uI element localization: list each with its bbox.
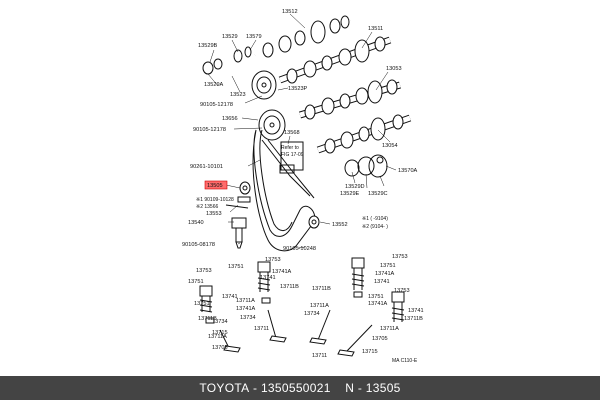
label-13529A: 13529A — [204, 82, 224, 88]
label-13529E: 13529E — [340, 191, 360, 197]
label-13711-b: 13711 — [312, 353, 327, 359]
label-13751-e: 13751 — [368, 294, 384, 300]
refer-inset — [279, 141, 304, 174]
label-13741-a: 13741 — [260, 275, 276, 281]
label-13054: 13054 — [382, 143, 398, 149]
label-13053: 13053 — [386, 66, 402, 72]
label-13711A-a: 13711A — [236, 298, 255, 304]
idler-right — [308, 215, 320, 229]
diagram-svg: 13512 13511 13529 13579 13529B 13529A 13… — [182, 9, 424, 364]
camshaft-lower-2 — [316, 114, 412, 154]
label-13711-a: 13711 — [254, 326, 269, 332]
label-13540: 13540 — [188, 220, 204, 226]
label-13741-d: 13741 — [408, 308, 424, 314]
label-13753-b: 13753 — [265, 257, 281, 263]
label-13711A-b: 13711A — [208, 334, 227, 340]
label-13734-b: 13734 — [212, 319, 228, 325]
timing-belt — [252, 129, 316, 252]
label-13705-a: 13705 — [212, 345, 228, 351]
label-13741A-d: 13741A — [368, 301, 388, 307]
label-13711B-d: 13711B — [404, 316, 423, 322]
label-13511: 13511 — [368, 26, 383, 32]
tensioner — [225, 204, 249, 249]
label-13741-c: 13741 — [374, 279, 390, 285]
label-13512: 13512 — [282, 9, 298, 15]
label-13529D: 13529D — [345, 184, 365, 190]
label-13566: ※2 13566 — [196, 204, 218, 210]
label-13751-c: 13751 — [194, 301, 210, 307]
label-13741A-c: 13741A — [375, 271, 395, 277]
leader-lines — [207, 13, 397, 249]
camshaft-lower — [298, 79, 402, 120]
label-13523: 13523 — [230, 92, 246, 98]
label-13529: 13529 — [222, 34, 238, 40]
label-13751-b: 13751 — [188, 279, 204, 285]
highlight-13505 — [204, 180, 228, 190]
valve-left-2 — [257, 261, 287, 343]
label-13529C: 13529C — [368, 191, 388, 197]
footer-sep-2: N - — [330, 381, 366, 395]
valve-right-1 — [309, 257, 365, 345]
label-13753-a: 13753 — [196, 268, 212, 274]
label-13552: 13552 — [332, 222, 348, 228]
label-13741A-a: 13741A — [272, 269, 292, 275]
label-refer: Refer to — [281, 145, 299, 151]
valve-left-1 — [199, 285, 241, 353]
camshaft-upper-2 — [278, 36, 392, 84]
label-13553: 13553 — [206, 211, 222, 217]
label-13505: 13505 — [207, 183, 223, 189]
footer-bar: TOYOTA - 1350550021 N - 13505 — [0, 376, 600, 400]
label-13711A-d: 13711A — [380, 326, 399, 332]
footer-ref-number: 13505 — [365, 381, 401, 395]
label-13705-b: 13705 — [372, 336, 388, 342]
label-code: MA C110-E — [392, 358, 418, 364]
cam-pulley-upper — [251, 70, 277, 100]
cam-pulley-lower — [258, 109, 286, 141]
idler-pulley — [237, 181, 251, 203]
label-90261-10101: 90261-10101 — [190, 164, 223, 170]
label-13741A-b: 13741A — [236, 306, 256, 312]
label-90105-08178: 90105-08178 — [182, 242, 215, 248]
label-13579: 13579 — [246, 34, 262, 40]
label-13751-d: 13751 — [380, 263, 396, 269]
label-13734-a: 13734 — [240, 315, 256, 321]
label-13741-b: 13741 — [222, 294, 238, 300]
label-note2: ※2 (9104- ) — [362, 224, 388, 230]
label-90105-12178-a: 90105-12178 — [200, 102, 233, 108]
label-13570A: 13570A — [398, 168, 418, 174]
label-13711B-c: 13711B — [312, 286, 331, 292]
label-90109-10128: ※1 90109-10128 — [196, 197, 234, 203]
label-90105-12178-b: 90105-12178 — [193, 127, 226, 133]
diagram-labels: 13512 13511 13529 13579 13529B 13529A 13… — [182, 9, 424, 364]
ring-parts-lower — [344, 154, 388, 178]
label-13753-d: 13753 — [394, 288, 410, 294]
label-13753-c: 13753 — [392, 254, 408, 260]
footer-brand: TOYOTA — [199, 381, 250, 395]
label-13715-b: 13715 — [362, 349, 378, 355]
label-13529B: 13529B — [198, 43, 218, 49]
label-fig: FIG 17-09 — [281, 152, 304, 158]
label-13568: 13568 — [284, 130, 300, 136]
label-13711B-b: 13711B — [198, 316, 217, 322]
label-13523P: 13523P — [288, 86, 308, 92]
parts-diagram: 13512 13511 13529 13579 13529B 13529A 13… — [182, 9, 424, 364]
camshaft-upper — [254, 15, 351, 58]
label-13715-a: 13715 — [212, 330, 228, 336]
footer-part-number: 1350550021 — [260, 381, 331, 395]
label-13734-c: 13734 — [304, 311, 320, 317]
label-13751-a: 13751 — [228, 264, 244, 270]
label-note1: ※1 ( -9104) — [362, 216, 388, 222]
valve-right-2 — [337, 291, 405, 357]
label-13711B-a: 13711B — [280, 284, 299, 290]
ring-parts-upper — [202, 46, 252, 75]
label-90105-10248: 90105-10248 — [283, 246, 316, 252]
label-13711A-c: 13711A — [310, 303, 329, 309]
label-13656: 13656 — [222, 116, 238, 122]
footer-sep-1: - — [249, 381, 261, 395]
